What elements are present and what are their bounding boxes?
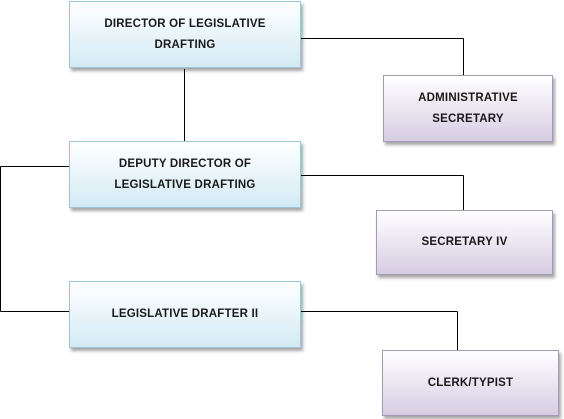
node-label: LEGISLATIVE DRAFTER II: [111, 308, 259, 320]
node-clerk-typist: CLERK/TYPIST: [382, 350, 559, 416]
node-legislative-drafter-ii: LEGISLATIVE DRAFTER II: [69, 281, 301, 348]
node-deputy-director-of-legislative-drafting: DEPUTY DIRECTOR OF LEGISLATIVE DRAFTING: [69, 141, 301, 208]
node-label: DEPUTY DIRECTOR OF LEGISLATIVE DRAFTING: [114, 157, 256, 191]
node-label: CLERK/TYPIST: [427, 376, 514, 389]
node-administrative-secretary: ADMINISTRATIVE SECRETARY: [383, 75, 553, 142]
node-label: SECRETARY IV: [421, 236, 508, 248]
node-label: DIRECTOR OF LEGISLATIVE DRAFTING: [104, 17, 266, 51]
node-label: ADMINISTRATIVE SECRETARY: [418, 91, 518, 125]
node-secretary-iv: SECRETARY IV: [376, 210, 553, 275]
node-director-of-legislative-drafting: DIRECTOR OF LEGISLATIVE DRAFTING: [69, 1, 301, 68]
